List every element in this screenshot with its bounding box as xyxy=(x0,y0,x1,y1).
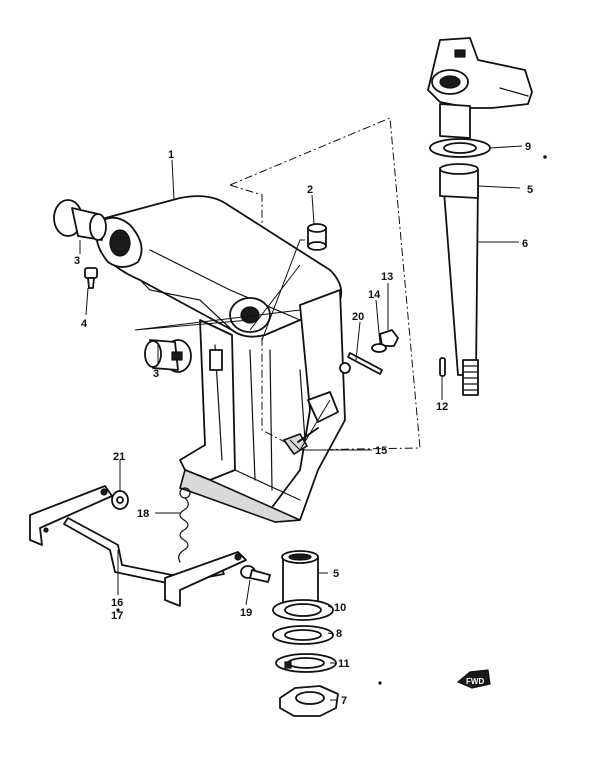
shaft-bushing-upper xyxy=(439,163,479,199)
washer-14 xyxy=(371,343,387,353)
callout-18: 18 xyxy=(137,508,149,520)
callout-6: 6 xyxy=(522,238,528,250)
callout-2: 2 xyxy=(307,184,313,196)
callout-3-upper: 3 xyxy=(74,255,80,267)
callout-5-lower: 5 xyxy=(333,568,339,580)
stopper-15 xyxy=(282,391,339,456)
callout-15: 15 xyxy=(375,445,387,457)
callout-9: 9 xyxy=(525,141,531,153)
callout-8: 8 xyxy=(336,628,342,640)
callout-17: 17 xyxy=(111,610,123,622)
thrust-washer xyxy=(272,599,334,621)
callout-numbers: 1 2 3 4 3 13 14 20 9 5 6 12 15 21 18 16 … xyxy=(74,141,533,707)
steering-bracket xyxy=(427,37,533,109)
callout-4: 4 xyxy=(81,318,88,330)
callout-1: 1 xyxy=(168,149,174,161)
bolt-19 xyxy=(240,565,271,583)
washer-21 xyxy=(111,490,129,510)
spring-18 xyxy=(178,487,191,563)
callout-10: 10 xyxy=(334,602,346,614)
bushing-lower xyxy=(144,339,192,373)
key-pin xyxy=(439,357,446,377)
callout-21: 21 xyxy=(113,451,125,463)
swivel-bracket xyxy=(95,195,346,523)
tilt-lock-lever xyxy=(29,485,247,607)
leader-lines xyxy=(79,145,523,701)
bushing-2 xyxy=(307,223,327,251)
washer-8 xyxy=(272,625,334,645)
steering-shaft xyxy=(439,103,479,396)
callout-5-upper: 5 xyxy=(527,184,533,196)
callout-16: 16 xyxy=(111,597,123,609)
callout-14: 14 xyxy=(368,289,381,301)
callout-12: 12 xyxy=(436,401,448,413)
callout-3-lower: 3 xyxy=(153,368,159,380)
lower-bushing xyxy=(281,550,319,613)
bolt-20 xyxy=(339,352,383,375)
callout-13: 13 xyxy=(381,271,393,283)
nut-7 xyxy=(279,685,339,717)
fwd-arrow: FWD xyxy=(456,669,491,689)
washer-11 xyxy=(275,653,337,673)
grease-nipple xyxy=(84,267,98,289)
fwd-label: FWD xyxy=(466,677,484,686)
callout-7: 7 xyxy=(341,695,347,707)
washer-upper xyxy=(429,138,491,158)
callout-19: 19 xyxy=(240,607,252,619)
callout-11: 11 xyxy=(338,658,350,670)
callout-20: 20 xyxy=(352,311,364,323)
bushing-upper xyxy=(53,199,107,241)
nut-13 xyxy=(379,329,399,347)
